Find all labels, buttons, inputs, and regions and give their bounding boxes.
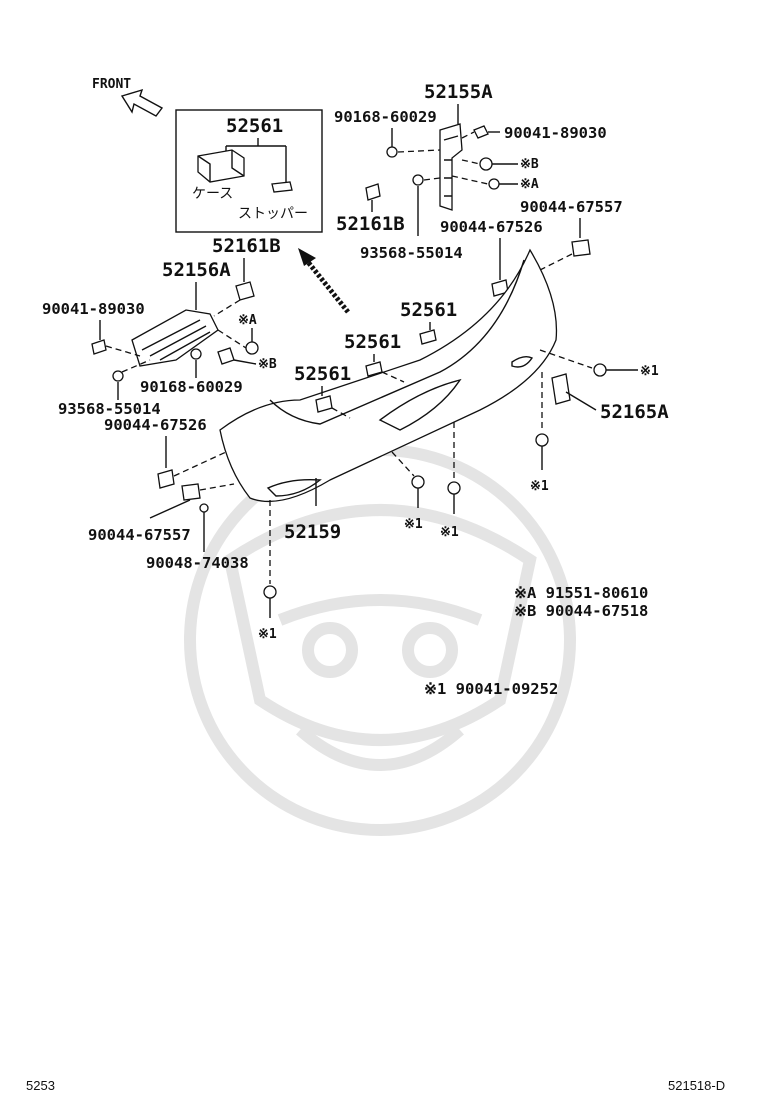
screw-b-low-right-icon	[535, 433, 549, 447]
mark-1-center-a: ※1	[404, 517, 423, 532]
case-part-icon	[197, 149, 245, 183]
screw-b-center-a-icon	[411, 475, 425, 489]
mark-a-left: ※A	[238, 313, 257, 328]
front-arrow-icon	[120, 88, 164, 117]
callout-52561-b: 52561	[344, 331, 401, 353]
legend-1: ※1 90041-09252	[424, 680, 558, 698]
callout-90044-67557-left: 90044-67557	[88, 526, 191, 544]
callout-52159: 52159	[284, 521, 341, 543]
mark-a-top: ※A	[520, 177, 539, 192]
clip-a-left-icon	[245, 341, 259, 355]
footer-left: 5253	[26, 1078, 55, 1093]
callout-93568-55014-right: 93568-55014	[360, 244, 463, 262]
bracket-52155a	[439, 123, 463, 211]
callout-52561-c: 52561	[294, 363, 351, 385]
legend-b: ※B 90044-67518	[514, 602, 648, 620]
clip-s-left-icon-2	[112, 370, 124, 382]
screw-b-right-icon	[593, 363, 607, 377]
clip-b-icon	[479, 157, 493, 171]
clip-90044-67557-right-icon	[571, 239, 591, 257]
callout-90168-60029-top: 90168-60029	[334, 108, 437, 126]
mark-1-bottom: ※1	[258, 627, 277, 642]
callout-93568-55014-left: 93568-55014	[58, 400, 161, 418]
callout-52165a: 52165A	[600, 401, 669, 423]
screw-icon	[473, 125, 489, 139]
callout-52161b-left: 52161B	[212, 235, 281, 257]
case-label: ケース	[192, 186, 233, 202]
mark-1-right: ※1	[640, 364, 659, 379]
retainer-52561-a-icon	[419, 329, 437, 345]
callout-90041-89030-top: 90041-89030	[504, 124, 607, 142]
callout-90041-89030-left: 90041-89030	[42, 300, 145, 318]
legend-a: ※A 91551-80610	[514, 584, 648, 602]
watermark-logo	[184, 444, 576, 836]
callout-52161b-right: 52161B	[336, 213, 405, 235]
inset-part-number: 52561	[226, 115, 283, 137]
front-label: FRONT	[92, 77, 131, 92]
clip-s-icon	[386, 146, 398, 158]
callout-52156a: 52156A	[162, 259, 231, 281]
mark-b-top: ※B	[520, 157, 539, 172]
callout-52155a: 52155A	[424, 81, 493, 103]
clip-s-icon-2	[412, 174, 424, 186]
fastener-52161b-left-icon	[235, 281, 255, 301]
clip-b-left-icon	[217, 347, 235, 365]
clip-90044-67557-left-icon	[181, 483, 201, 501]
callout-90168-60029-left: 90168-60029	[140, 378, 243, 396]
clip-s-left-icon	[190, 348, 202, 360]
screw-b-bottom-icon	[263, 585, 277, 599]
screw-b-center-b-icon	[447, 481, 461, 495]
bracket-52156a	[131, 309, 219, 367]
mark-1-low-right: ※1	[530, 479, 549, 494]
callout-90044-67557-right: 90044-67557	[520, 198, 623, 216]
inset-box	[175, 109, 323, 233]
inset-pointer-arrow-icon	[298, 248, 350, 314]
stopper-part-icon	[271, 181, 293, 193]
clip-b-small-icon	[488, 178, 500, 190]
clip-90044-67526-left-icon	[157, 469, 175, 489]
mark-b-left: ※B	[258, 357, 277, 372]
footer-right: 521518-D	[668, 1078, 725, 1093]
fastener-52161b-right-icon	[365, 183, 381, 201]
callout-90044-67526-right: 90044-67526	[440, 218, 543, 236]
bumper-cover-52159	[219, 248, 558, 503]
clip-90048-74038-icon	[199, 503, 209, 513]
screw-left-icon	[91, 339, 107, 355]
cover-52165a-icon	[551, 373, 571, 405]
mark-1-center-b: ※1	[440, 525, 459, 540]
stopper-label: ストッパー	[238, 206, 308, 222]
callout-90048-74038: 90048-74038	[146, 554, 249, 572]
callout-90044-67526-left: 90044-67526	[104, 416, 207, 434]
callout-52561-a: 52561	[400, 299, 457, 321]
